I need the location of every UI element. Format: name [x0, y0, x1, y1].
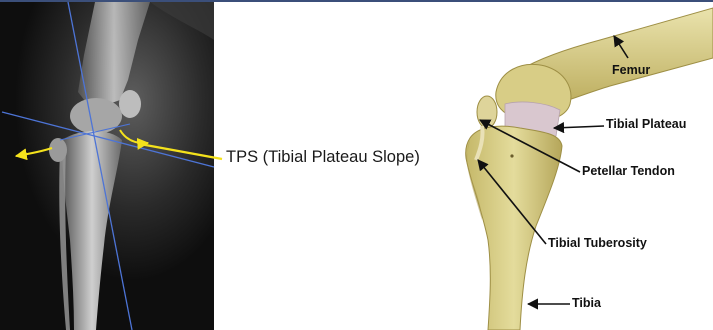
tibial-plateau-arrow: [554, 126, 604, 128]
tibia-bone: [466, 126, 562, 330]
label-tibial-tuberosity: Tibial Tuberosity: [548, 236, 647, 250]
xray-patella: [119, 90, 141, 118]
label-tibial-plateau: Tibial Plateau: [606, 117, 686, 131]
label-petellar-tendon: Petellar Tendon: [582, 164, 675, 178]
tps-caption: TPS (Tibial Plateau Slope): [226, 148, 420, 167]
xray-image: [0, 2, 214, 330]
label-femur: Femur: [612, 63, 650, 77]
label-tibia: Tibia: [572, 296, 601, 310]
